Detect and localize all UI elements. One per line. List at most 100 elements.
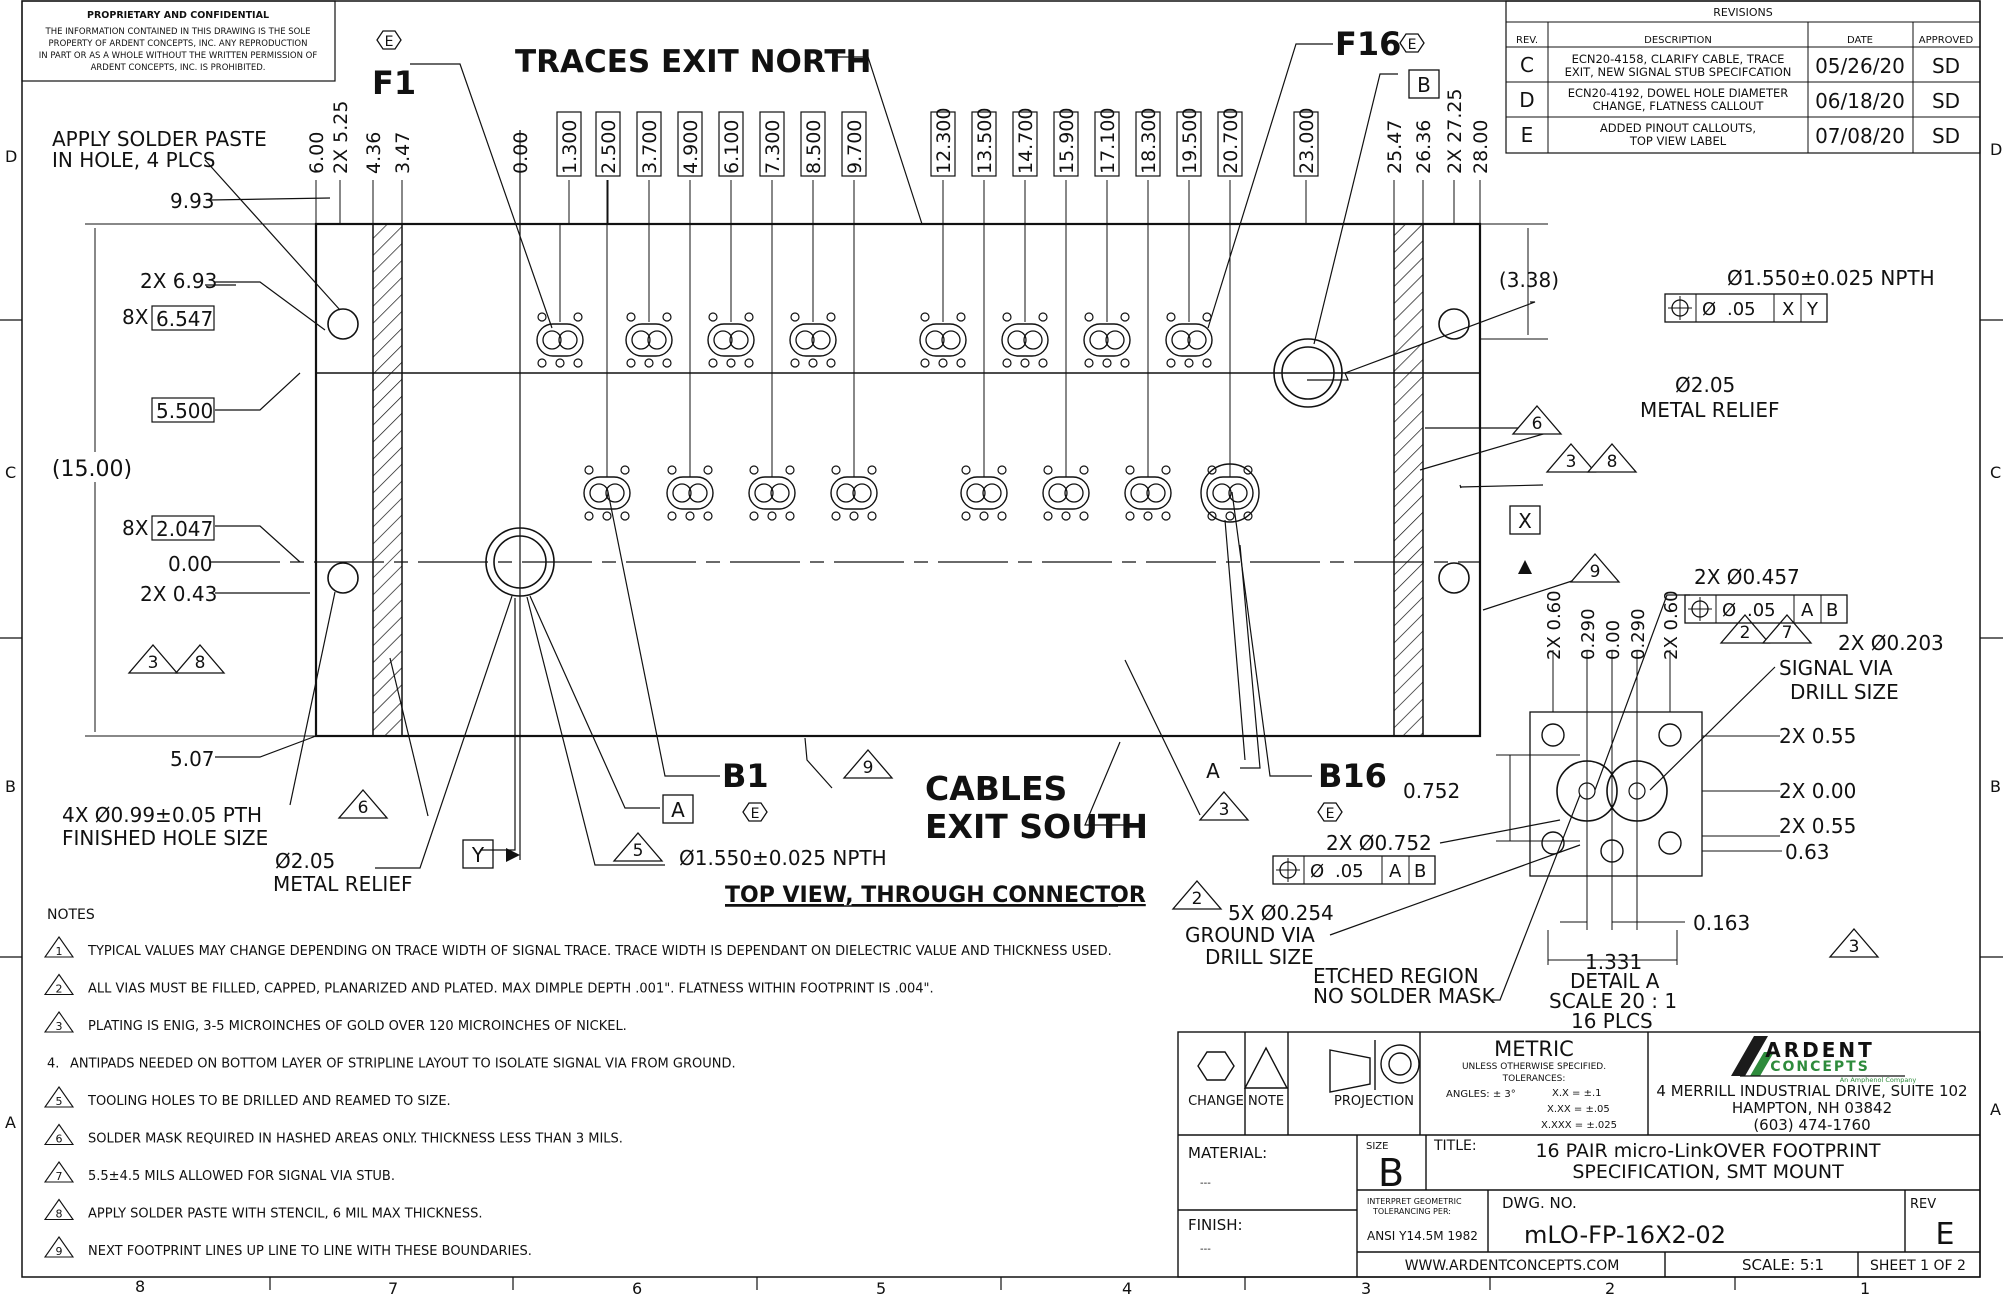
cables-exit-label-1: CABLES [925,769,1067,808]
rev-row-e-date: 07/08/20 [1815,124,1905,148]
top-dim-label-21: 23.000 [1296,108,1318,174]
tb-dwg-no: mLO-FP-16X2-02 [1524,1221,1726,1249]
top-dim-label-24: 2X 27.25 [1444,88,1466,174]
note-item-4: 4.ANTIPADS NEEDED ON BOTTOM LAYER OF STR… [47,1057,736,1072]
revisions-table: REVISIONS REV. DESCRIPTION DATE APPROVED… [1505,0,1981,154]
hatched-mask-right [1393,223,1424,737]
dim-2047-prefix: 8X [122,516,149,540]
signal-via-3: DRILL SIZE [1790,680,1899,704]
rev-row-c-date: 05/26/20 [1815,54,1905,78]
top-dim-11: 8.500 [800,111,826,224]
flag-note-3: 3 [1198,791,1250,821]
dim-9-93: 9.93 [170,189,215,213]
tb-title-1: 16 PAIR micro-LinkOVER FOOTPRINT [1535,1140,1880,1162]
detail-d0752: 0.752 [1403,779,1460,803]
flag-note-6: 6 [1511,405,1563,435]
pin-f16-label: F16 [1335,25,1401,63]
tb-scale: SCALE: 5:1 [1742,1256,1824,1274]
footprint-outline [210,130,1482,860]
npth-relief-right [1273,338,1343,408]
etched-region-1: ETCHED REGION [1313,964,1479,988]
dim-5-07: 5.07 [170,747,215,771]
ground-via-1: 5X Ø0.254 [1228,901,1334,925]
top-dim-3: 3.47 [392,132,414,224]
note-number: 1 [56,945,63,958]
top-dim-24: 2X 27.25 [1444,88,1466,224]
detail-plcs: 16 PLCS [1571,1009,1653,1033]
notes-title: NOTES [47,907,95,923]
note-number: 7 [56,1170,63,1183]
pin-b16-label: B16 [1318,757,1387,795]
tb-tol-x: X.X = ±.1 [1552,1088,1602,1099]
npth-note-right: Ø1.550±0.025 NPTH [1727,266,1935,290]
flag-note-7: 7 [1761,614,1813,644]
rev-header-description: DESCRIPTION [1644,35,1712,46]
top-dim-label-7: 3.700 [639,120,661,174]
top-dim-label-8: 4.900 [680,120,702,174]
dim-6-547: 6.547 [156,307,213,331]
dim-3-38: (3.38) [1499,268,1559,292]
note-number: 4. [47,1057,59,1072]
proprietary-line-1: THE INFORMATION CONTAINED IN THIS DRAWIN… [45,27,311,37]
flag-note-8: 8 [174,644,226,674]
zone-bottom-6: 6 [632,1279,642,1297]
tb-title-label: TITLE: [1433,1138,1477,1154]
pad-top-4 [789,312,837,368]
npth-relief-left [485,527,555,597]
top-dim-label-20: 20.700 [1220,108,1242,174]
tb-tolerances: TOLERANCES: [1502,1074,1566,1084]
revisions-title: REVISIONS [1713,6,1772,19]
detail-a [1496,650,1782,965]
zone-bottom-2: 2 [1605,1279,1615,1297]
flag-note-3: 3 [1828,928,1880,958]
rev-row-d-desc1: ECN20-4192, DOWEL HOLE DIAMETER [1568,86,1788,100]
zone-ticks [0,319,2003,1290]
pth-hole-top-left [327,308,359,340]
top-dim-21: 23.000 [1293,108,1319,224]
top-dim-label-3: 3.47 [392,132,414,174]
flag-number: 3 [1849,937,1860,957]
flag-number: 6 [1532,414,1543,434]
pth-note-2: FINISHED HOLE SIZE [62,826,268,850]
top-dim-label-6: 2.500 [598,120,620,174]
tb-finish-value: --- [1200,1244,1211,1255]
tb-finish-label: FINISH: [1188,1216,1243,1234]
dim-0-00: 0.00 [168,552,213,576]
rev-row-c-approved: SD [1932,54,1960,78]
dim-6-93: 2X 6.93 [140,269,217,293]
rev-e-marker-3: E [751,806,760,822]
pad-top-2 [625,312,673,368]
tb-note: NOTE [1248,1094,1284,1109]
dim-6547-prefix: 8X [122,305,149,329]
fcf-via-457: Ø .05 A B [1684,594,1848,624]
fcf-via-752: Ø .05 A B [1272,855,1436,885]
note-text: PLATING IS ENIG, 3-5 MICROINCHES OF GOLD… [88,1019,627,1034]
detail-r063: 0.63 [1785,840,1830,864]
dim-0-43: 2X 0.43 [140,582,217,606]
cables-exit-label-2: EXIT SOUTH [925,807,1148,846]
proprietary-line-2: PROPERTY OF ARDENT CONCEPTS, INC. ANY RE… [49,39,308,49]
top-dim-2: 4.36 [363,132,385,224]
pad-top-7 [1083,312,1131,368]
zone-right-c: C [1990,463,2001,482]
traces-exit-label: TRACES EXIT NORTH [515,44,871,80]
npth-hole-left [493,535,547,589]
tb-address-1: 4 MERRILL INDUSTRIAL DRIVE, SUITE 102 [1656,1082,1967,1100]
detail-top-dim-1: 0.290 [1578,608,1599,660]
pth-hole-bottom-left [327,562,359,594]
top-dim-label-11: 8.500 [803,120,825,174]
top-dim-7: 3.700 [636,111,662,224]
top-dim-5: 1.300 [556,111,582,224]
detail-a-labels: 2X 0.55 2X 0.00 2X 0.55 0.63 0.752 0.163… [1185,565,1944,1033]
zone-left-b: B [5,777,16,796]
zone-bottom-8: 8 [135,1277,145,1296]
detail-scale: SCALE 20 : 1 [1549,989,1677,1013]
tb-company-2: CONCEPTS [1770,1059,1870,1075]
flag-number: 3 [148,653,159,673]
via-457-label: 2X Ø0.457 [1694,565,1800,589]
datum-boxes: A B X Y A [462,69,1541,869]
